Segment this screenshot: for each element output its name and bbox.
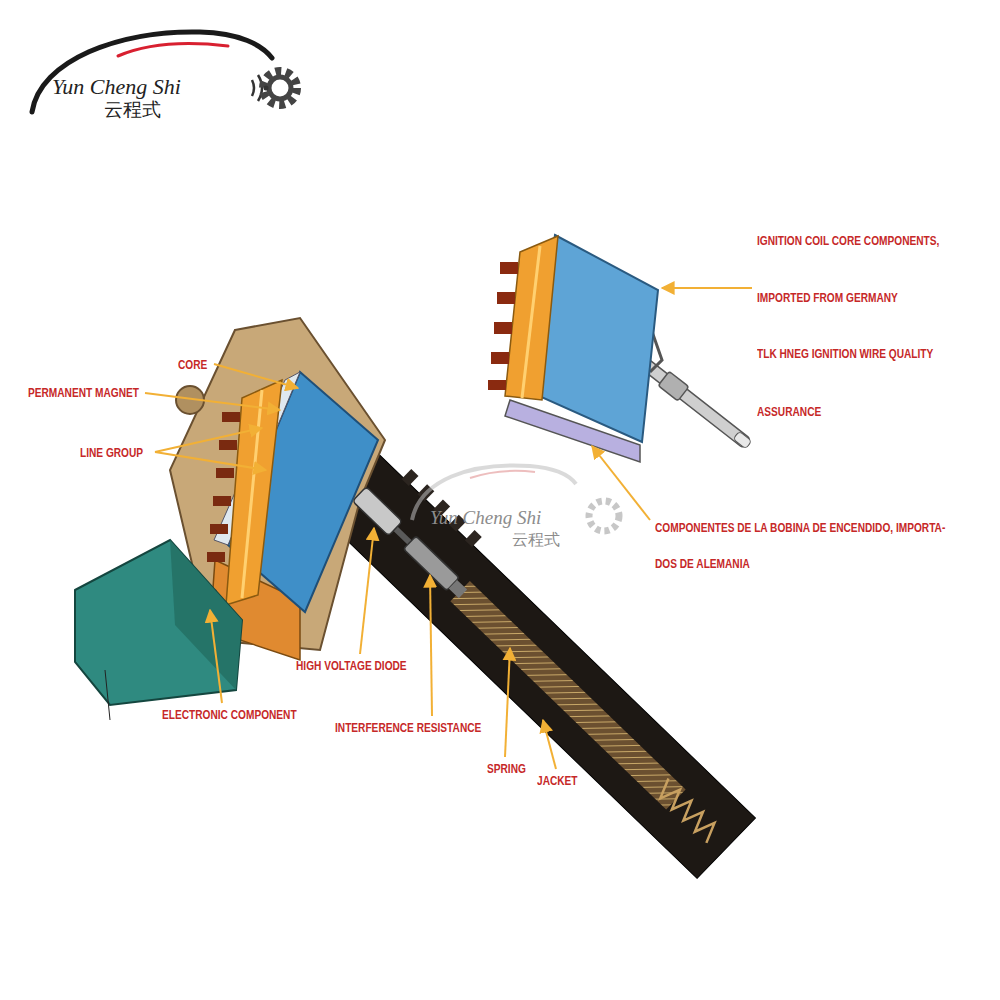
part-label: INTERFERENCE RESISTANCE bbox=[335, 721, 481, 734]
note-text: ASSURANCE bbox=[757, 405, 821, 418]
part-label: PERMANENT MAGNET bbox=[28, 386, 139, 399]
watermark: 云程式 bbox=[512, 532, 560, 548]
note-text: IMPORTED FROM GERMANY bbox=[757, 291, 898, 304]
part-label: HIGH VOLTAGE DIODE bbox=[296, 659, 407, 672]
note-text: COMPONENTES DE LA BOBINA DE ENCENDIDO, I… bbox=[655, 521, 945, 534]
part-label: SPRING bbox=[487, 762, 526, 775]
part-label: ELECTRONIC COMPONENT bbox=[162, 708, 297, 721]
part-label: LINE GROUP bbox=[80, 446, 143, 459]
watermark-logo bbox=[412, 465, 619, 531]
logo-text: Yun Cheng Shi bbox=[52, 76, 181, 98]
note-text: IGNITION COIL CORE COMPONENTS, bbox=[757, 234, 939, 247]
note-text: DOS DE ALEMANIA bbox=[655, 557, 750, 570]
logo-text: 云程式 bbox=[104, 100, 161, 119]
connector bbox=[75, 540, 242, 705]
logo bbox=[32, 32, 297, 112]
watermark: Yun Cheng Shi bbox=[430, 508, 541, 527]
note-text: TLK HNEG IGNITION WIRE QUALITY bbox=[757, 347, 933, 360]
inset-coil bbox=[488, 235, 754, 462]
part-label: JACKET bbox=[537, 774, 578, 787]
part-label: CORE bbox=[178, 358, 207, 371]
